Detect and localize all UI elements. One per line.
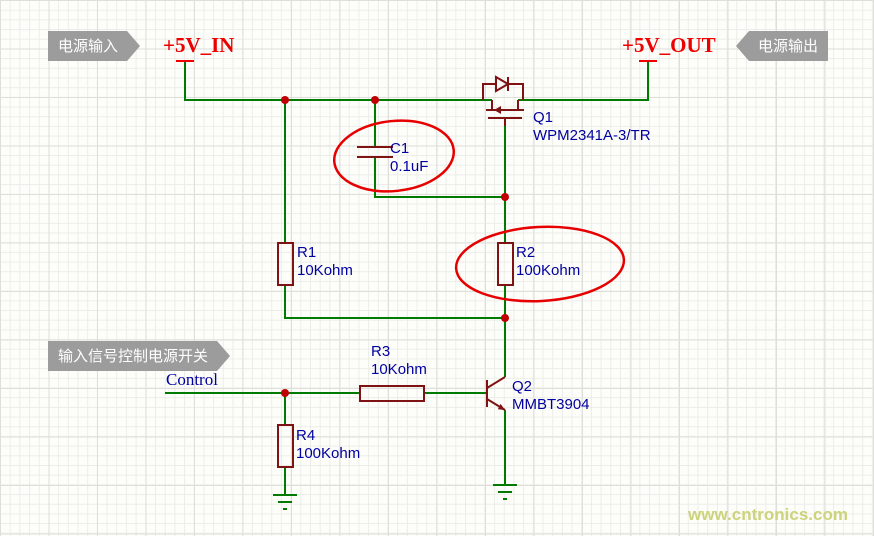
- junction-dot: [281, 96, 289, 104]
- net-label-control: Control: [166, 370, 218, 389]
- site-watermark: www.cntronics.com: [688, 505, 848, 524]
- power-input-badge: 电源输入: [48, 31, 140, 61]
- net-label-vin: +5V_IN: [163, 33, 235, 57]
- q2-value-label: MMBT3904: [512, 396, 590, 413]
- r2-highlight-ellipse: [454, 225, 626, 303]
- q2-ref-label: Q2: [512, 378, 533, 395]
- wire-c1-bottom: [374, 157, 505, 198]
- r4-ref-label: R4: [296, 427, 316, 444]
- q2-npn-symbol: [486, 376, 506, 411]
- control-note-badge: 输入信号控制电源开关: [48, 341, 230, 371]
- wire-vout-rail: [518, 62, 649, 101]
- wire-vin-rail: [184, 62, 492, 101]
- r2-value-label: 100Kohm: [516, 262, 581, 279]
- r1-ref-label: R1: [297, 244, 317, 261]
- q1-ref-label: Q1: [533, 109, 554, 126]
- q1-value-label: WPM2341A-3/TR: [533, 127, 651, 144]
- ground-r4-icon: [273, 494, 297, 510]
- r3-value-label: 10Kohm: [371, 361, 427, 378]
- q1-diode-lead-left: [482, 83, 496, 100]
- junction-dots: [281, 96, 509, 397]
- highlight-ellipses: [332, 119, 626, 303]
- c1-ref-label: C1: [390, 140, 410, 157]
- c1-highlight-ellipse: [332, 119, 456, 193]
- r4-value-label: 100Kohm: [296, 445, 361, 462]
- junction-dot: [501, 193, 509, 201]
- r2-ref-label: R2: [516, 244, 536, 261]
- wires: [165, 62, 649, 494]
- r2-body: [497, 242, 514, 286]
- junction-dot: [371, 96, 379, 104]
- q1-diode-lead-right: [508, 83, 524, 100]
- r3-ref-label: R3: [371, 343, 391, 360]
- r1-value-label: 10Kohm: [297, 262, 353, 279]
- resistor-bodies: [277, 242, 514, 468]
- q2-emitter-arrow: [497, 403, 505, 410]
- r1-body: [277, 242, 294, 286]
- q1-arrow: [494, 106, 501, 114]
- wire-r1-bottom: [284, 285, 505, 319]
- r3-body: [359, 385, 425, 402]
- junction-dot: [501, 314, 509, 322]
- power-output-badge: 电源输出: [736, 31, 829, 61]
- q1-mosfet-symbol: [482, 75, 524, 126]
- c1-capacitor-symbol: [357, 146, 393, 158]
- q2-collector-leg: [486, 376, 506, 389]
- q1-body-diode: [495, 75, 510, 93]
- c1-plates: [357, 146, 393, 158]
- ground-symbols: [273, 484, 517, 510]
- ground-q2-icon: [493, 484, 517, 500]
- net-label-vout: +5V_OUT: [622, 33, 716, 57]
- c1-value-label: 0.1uF: [390, 158, 429, 175]
- r4-body: [277, 424, 294, 468]
- junction-dot: [281, 389, 289, 397]
